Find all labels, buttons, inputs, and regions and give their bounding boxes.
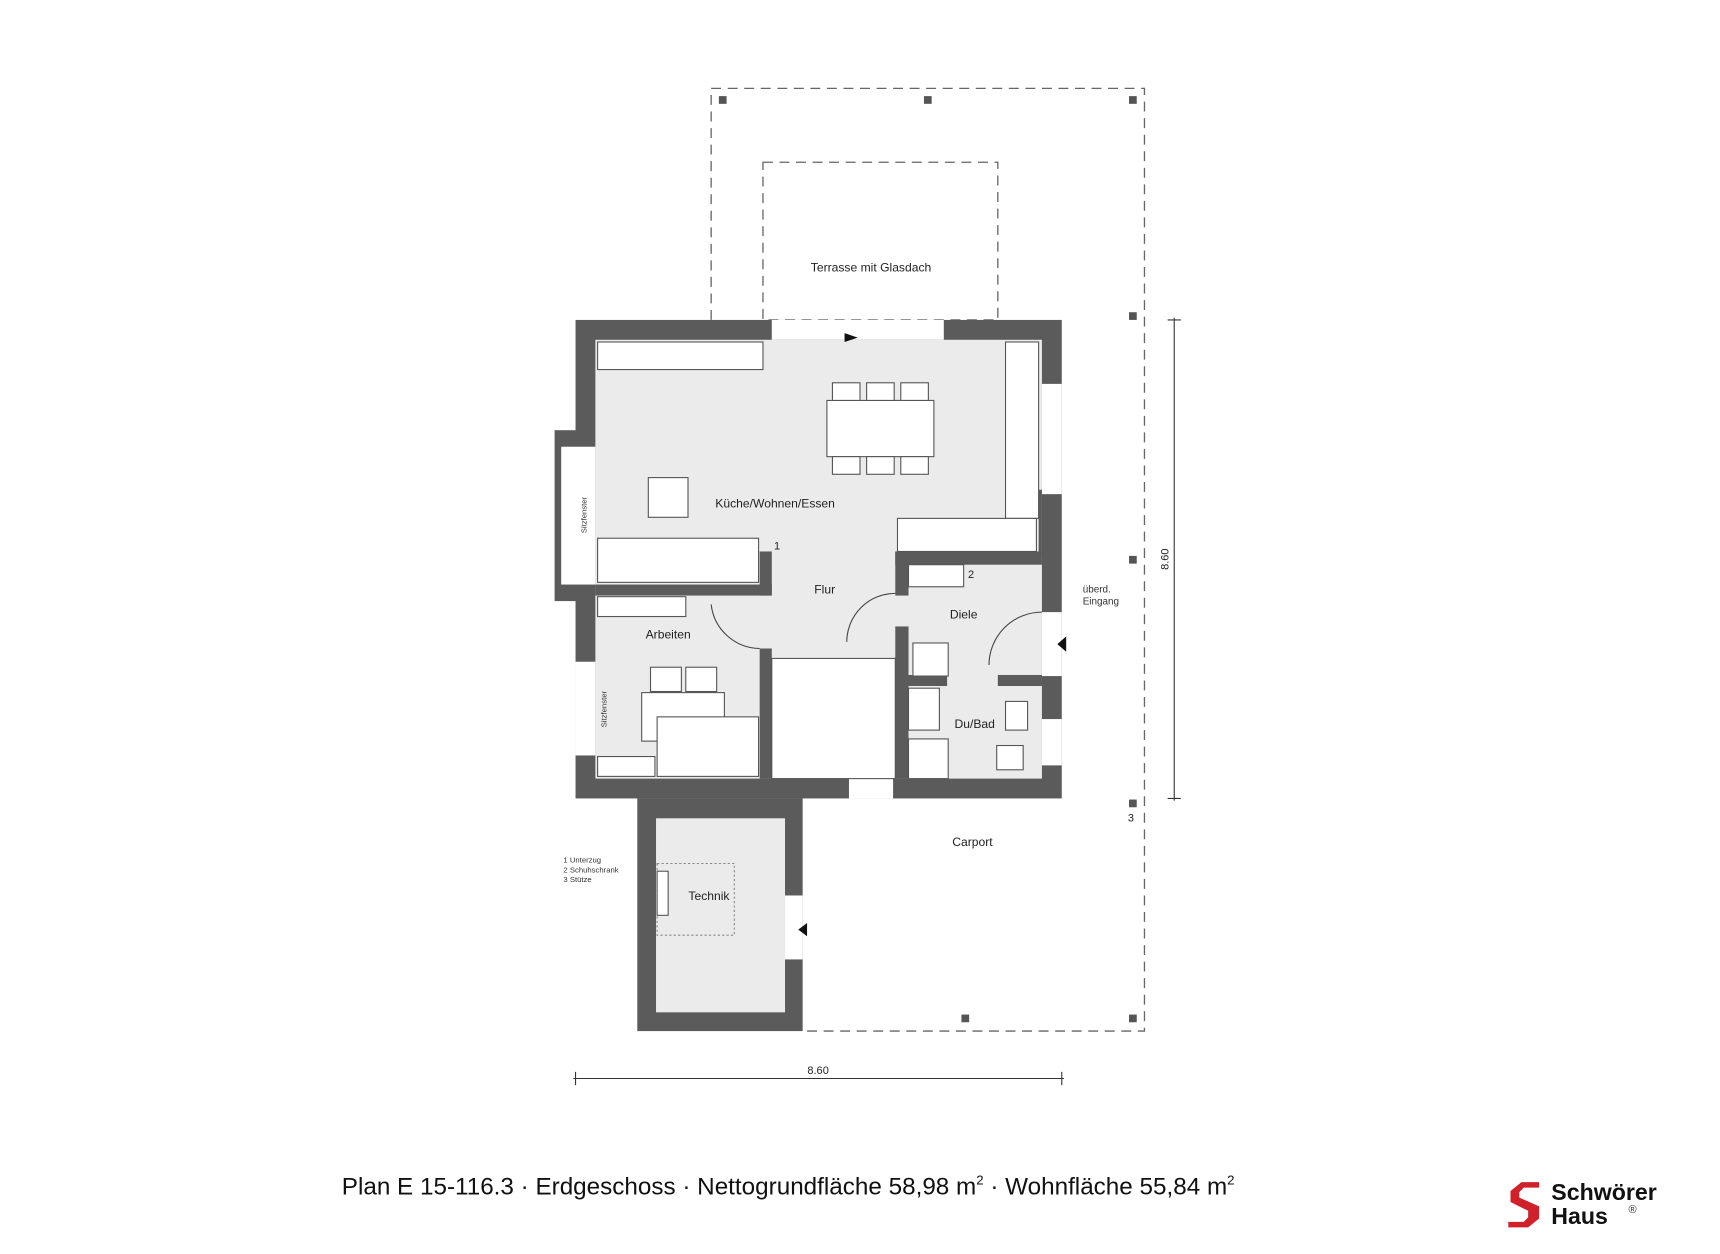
terrace-outline: [710, 87, 1146, 1032]
kitchen-living-label: Küche/Wohnen/Essen: [715, 496, 835, 510]
technik-room: [637, 798, 803, 1032]
flur-label: Flur: [814, 582, 835, 596]
depth-dimension-label: 8.60: [1160, 548, 1172, 569]
technik-entrance-arrow-icon: [798, 923, 808, 937]
legend-item: 3 Stütze: [563, 875, 591, 884]
logo-line2: Haus: [1551, 1203, 1608, 1229]
depth-dimension: 8.60: [1160, 317, 1181, 801]
plan-caption: Plan E 15-116.3 · Erdgeschoss · Nettogru…: [342, 1172, 1235, 1200]
furniture: [597, 341, 1040, 780]
sliding-door-arrow-icon: [844, 333, 858, 342]
window-label-arbeiten: Sitzfenster: [599, 691, 608, 728]
legend-item: 2 Schuhschrank: [563, 865, 618, 874]
support-posts: [718, 96, 1137, 1023]
window-label-living: Sitzfenster: [580, 496, 589, 533]
marker-2: 2: [968, 569, 974, 581]
bad-label: Du/Bad: [954, 717, 994, 731]
logo-s-mark-icon: [1508, 1182, 1540, 1228]
legend: 1 Unterzug 2 Schuhschrank 3 Stütze: [563, 855, 618, 884]
diele-label: Diele: [950, 608, 978, 622]
terrace-label: Terrasse mit Glasdach: [811, 260, 931, 274]
logo-line1: Schwörer: [1551, 1179, 1656, 1205]
schwoerer-haus-logo: Schwörer Haus ®: [1508, 1179, 1657, 1229]
marker-3: 3: [1128, 813, 1134, 825]
logo-registered-mark: ®: [1628, 1204, 1636, 1216]
entrance-arrow-icon: [1057, 636, 1067, 652]
technik-label: Technik: [688, 889, 730, 903]
width-dimension-label: 8.60: [807, 1065, 828, 1077]
width-dimension: 8.60: [573, 1065, 1064, 1086]
entrance-label-1: überd.: [1083, 584, 1111, 595]
arbeiten-label: Arbeiten: [646, 628, 691, 642]
legend-item: 1 Unterzug: [563, 855, 601, 864]
marker-1: 1: [774, 540, 780, 552]
carport-label: Carport: [952, 835, 993, 849]
entrance-label-2: Eingang: [1083, 596, 1119, 607]
